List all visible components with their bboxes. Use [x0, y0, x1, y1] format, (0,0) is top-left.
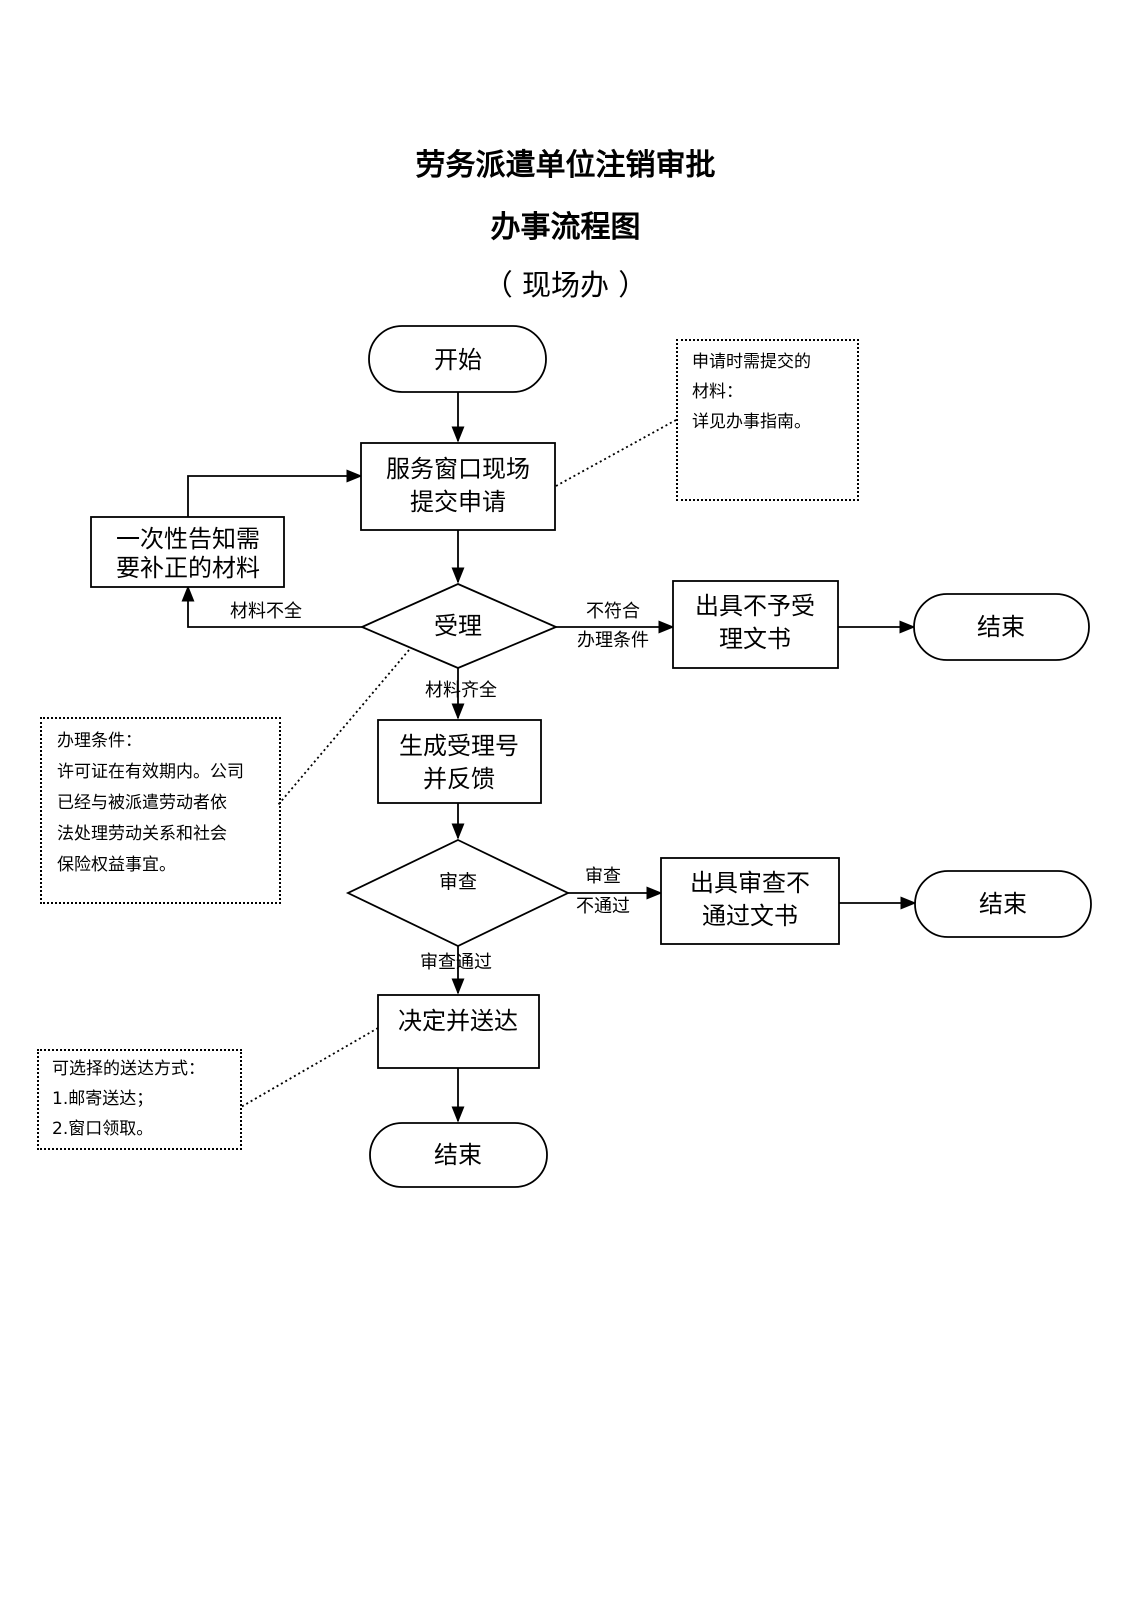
link-materials-note [555, 419, 677, 487]
start-terminal [368, 325, 547, 393]
submit-process [360, 442, 556, 531]
review-label: 审查 [439, 871, 477, 893]
end2-terminal [914, 870, 1092, 938]
conditions-note-line: 已经与被派遣劳动者依 [57, 793, 227, 813]
decide-label: 决定并送达 [398, 1007, 518, 1035]
fail-doc-label-1: 出具审查不 [690, 869, 810, 897]
materials-note: 申请时需提交的 材料： 详见办事指南。 [676, 339, 859, 501]
delivery-note-line: 2.窗口领取。 [52, 1119, 154, 1139]
edge-notify-submit [187, 469, 363, 517]
connectors [181, 392, 917, 1123]
edge-label-not-meet-2: 办理条件 [577, 630, 649, 651]
fail-doc-process [660, 857, 840, 945]
notify-process [90, 516, 285, 588]
generate-process [377, 719, 542, 804]
reject-doc-process [672, 580, 839, 669]
link-delivery-note [240, 1027, 379, 1108]
generate-label-1: 生成受理号 [399, 732, 519, 760]
reject-doc-label-2: 理文书 [719, 625, 791, 653]
fail-doc-label-2: 通过文书 [702, 902, 798, 930]
note-links [240, 419, 677, 1108]
materials-note-line: 材料： [692, 382, 743, 402]
notify-label-2: 要补正的材料 [116, 554, 260, 582]
materials-note-line: 申请时需提交的 [692, 352, 811, 372]
review-decision [345, 839, 571, 947]
submit-label-2: 提交申请 [410, 488, 506, 516]
edge-label-complete: 材料齐全 [425, 680, 497, 701]
reject-doc-label-1: 出具不予受 [695, 592, 815, 620]
edge-label-review-pass: 审查通过 [420, 952, 492, 973]
accept-label: 受理 [434, 612, 482, 640]
decide-process [377, 994, 540, 1069]
delivery-note: 可选择的送达方式： 1.邮寄送达； 2.窗口领取。 [37, 1049, 242, 1150]
page-title-line1: 劳务派遣单位注销审批 [415, 148, 716, 183]
edge-label-review-fail-1: 审查 [585, 866, 621, 887]
materials-note-line: 详见办事指南。 [692, 412, 811, 432]
generate-label-2: 并反馈 [423, 765, 495, 793]
link-conditions-note [277, 649, 410, 806]
conditions-note-line: 办理条件： [57, 731, 142, 751]
conditions-note: 办理条件： 许可证在有效期内。公司 已经与被派遣劳动者依 法处理劳动关系和社会 … [40, 717, 281, 904]
page-title-line2: 办事流程图 [490, 210, 641, 245]
conditions-note-line: 许可证在有效期内。公司 [57, 762, 244, 782]
end2-label: 结束 [979, 890, 1027, 918]
delivery-note-line: 1.邮寄送达； [52, 1089, 154, 1109]
start-label: 开始 [434, 346, 482, 374]
accept-decision [359, 583, 559, 669]
edge-label-incomplete: 材料不全 [230, 601, 302, 622]
end3-terminal [369, 1122, 548, 1188]
page-subtitle: （ 现场办 ） [483, 268, 648, 302]
end3-label: 结束 [434, 1141, 482, 1169]
conditions-note-line: 保险权益事宜。 [57, 855, 176, 875]
delivery-note-line: 可选择的送达方式： [52, 1059, 205, 1079]
edge-accept-notify [181, 585, 362, 628]
edge-label-review-fail-2: 不通过 [576, 896, 630, 917]
end1-label: 结束 [977, 613, 1025, 641]
submit-label-1: 服务窗口现场 [386, 455, 530, 483]
conditions-note-line: 法处理劳动关系和社会 [57, 824, 227, 844]
edge-label-not-meet-1: 不符合 [586, 601, 640, 622]
notify-label-1: 一次性告知需 [116, 525, 260, 553]
end1-terminal [913, 593, 1090, 661]
